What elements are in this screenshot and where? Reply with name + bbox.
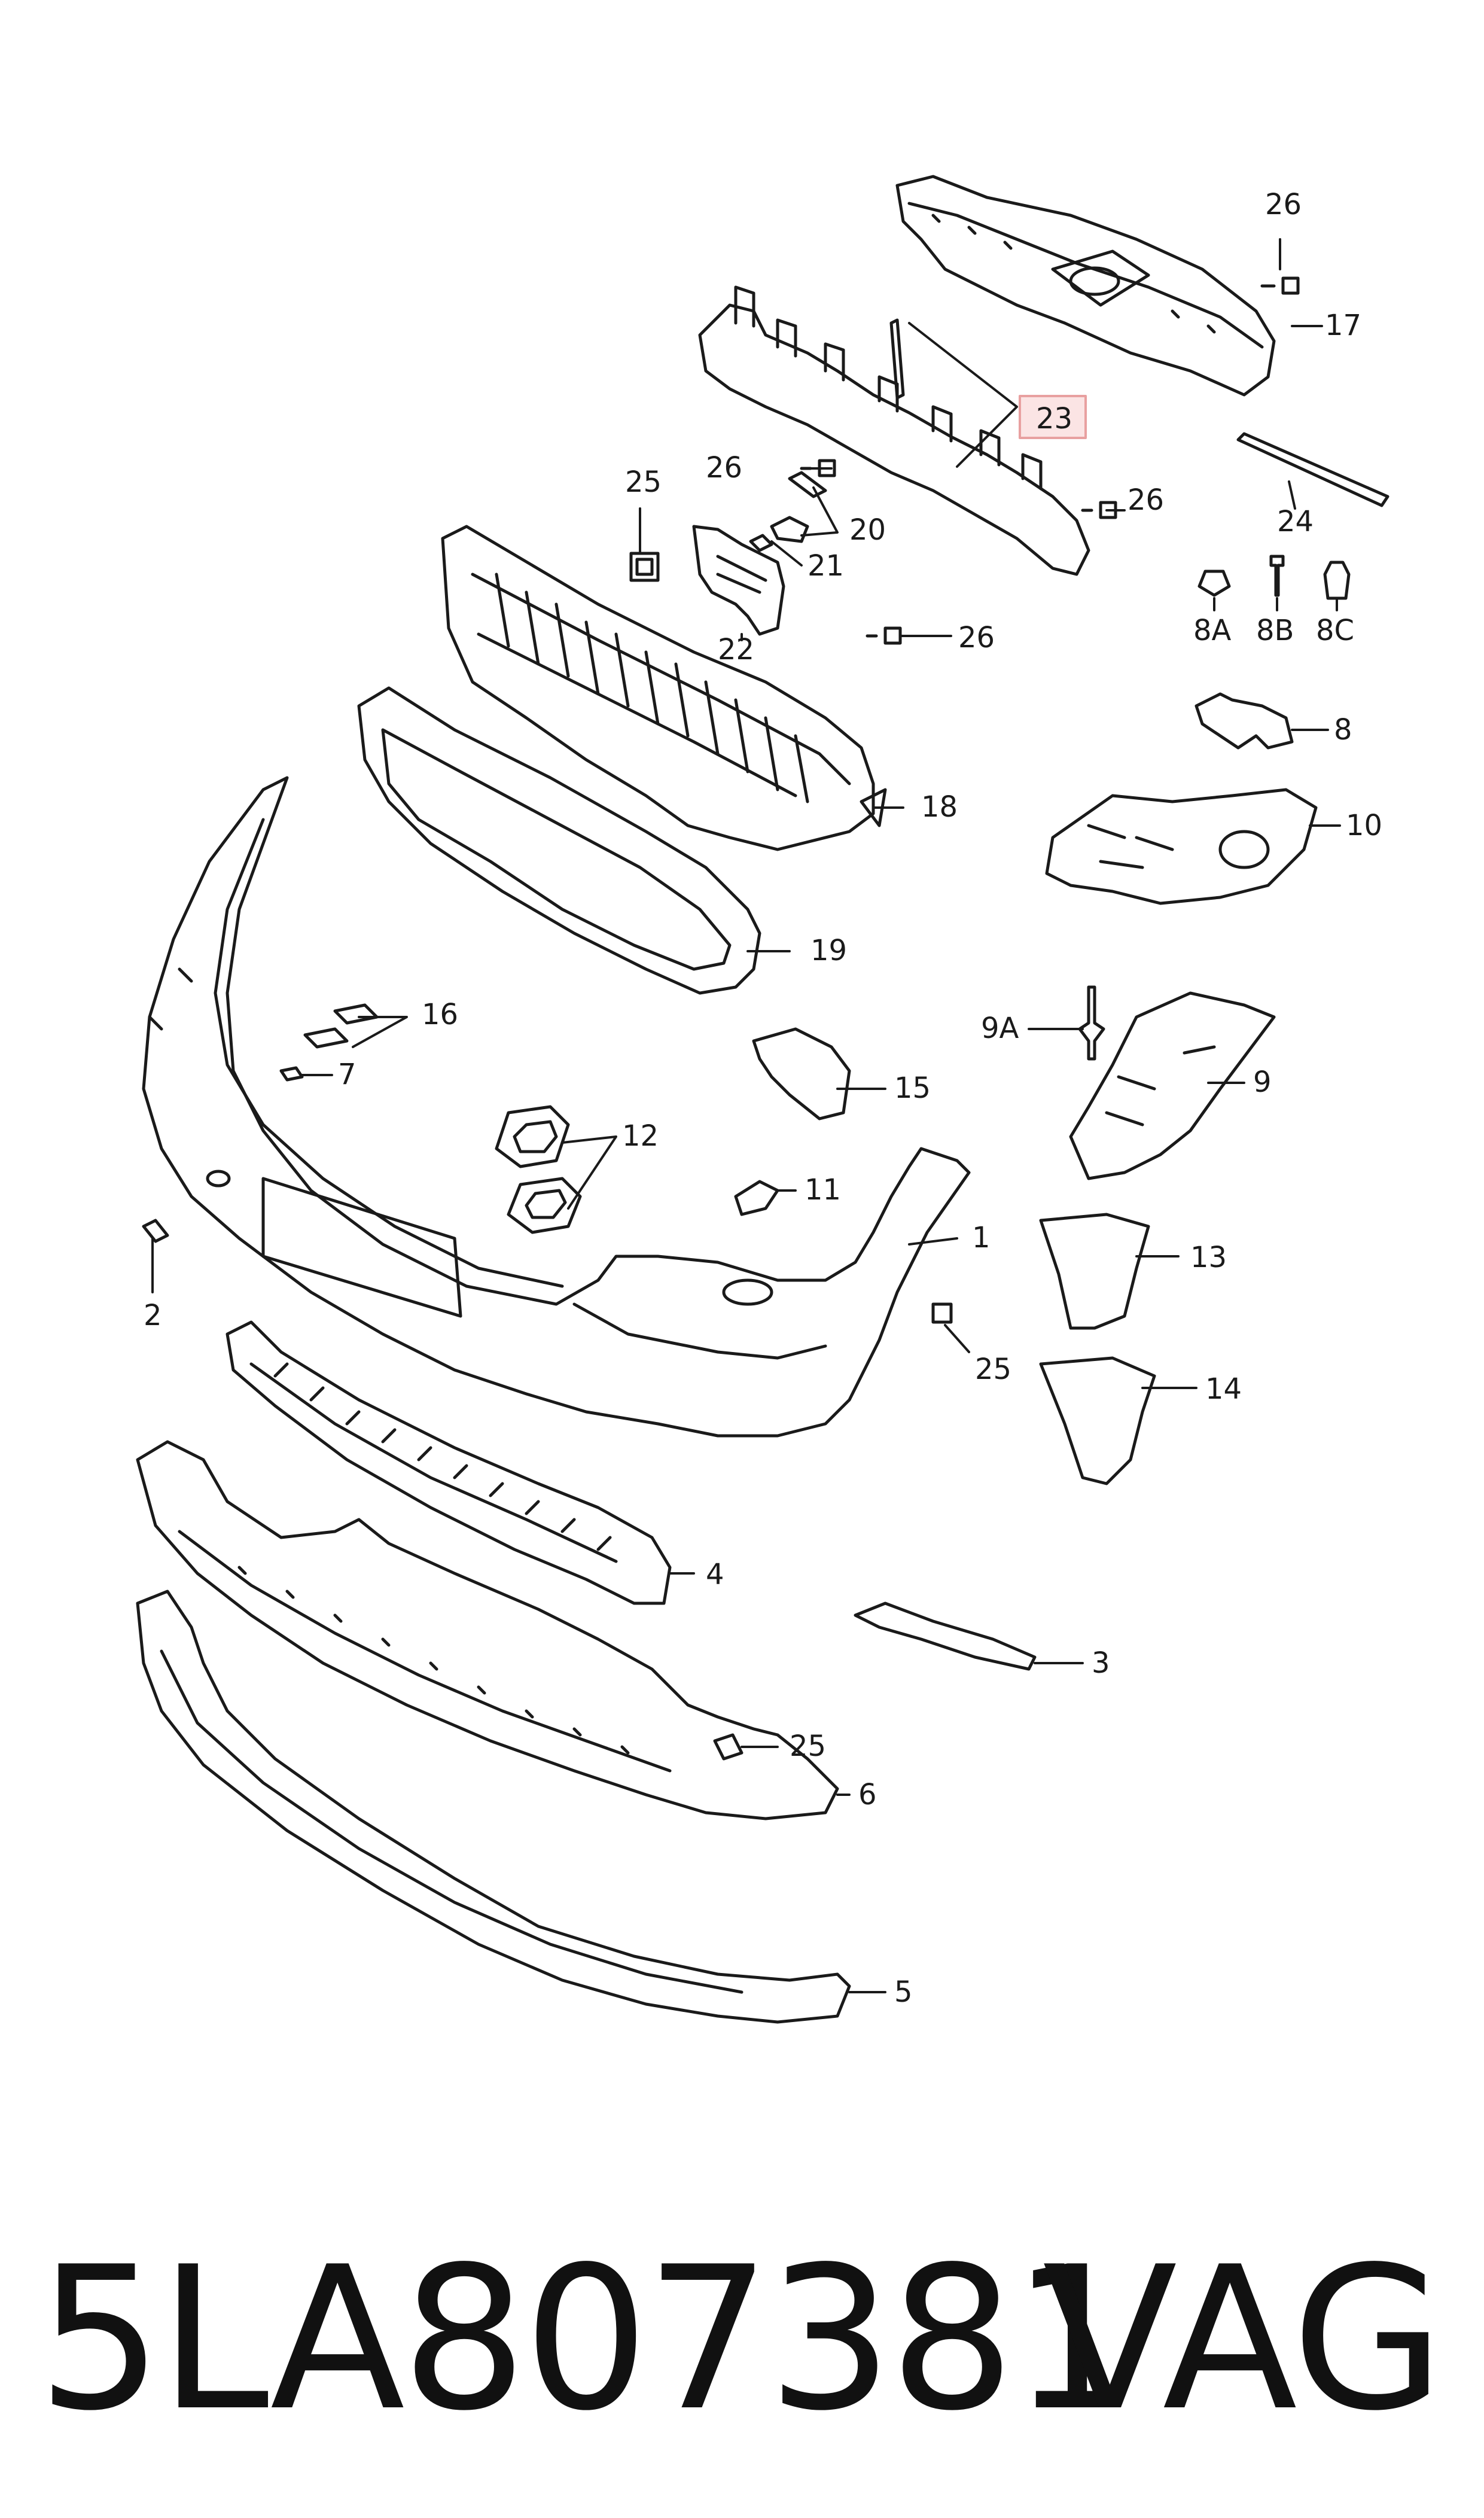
part-12-covers	[495, 1105, 582, 1234]
part-2-clip	[142, 1219, 169, 1243]
part-20-clips	[770, 471, 827, 543]
callout-13: 13	[1190, 1241, 1227, 1274]
callout-12: 12	[622, 1119, 659, 1153]
part-14-trim	[1039, 1356, 1156, 1485]
callout-22: 22	[718, 633, 754, 666]
callout-10: 10	[1346, 809, 1382, 842]
callout-21: 21	[807, 549, 844, 583]
callout-1: 1	[972, 1221, 991, 1255]
part-7-clip	[279, 1066, 304, 1082]
part-9a-rivet	[1078, 985, 1105, 1061]
callout-3: 3	[1092, 1646, 1110, 1680]
callout-26d: 26	[958, 621, 995, 654]
part-17-upper-cover	[895, 175, 1276, 397]
callout-6: 6	[858, 1778, 877, 1811]
callout-2: 2	[144, 1299, 162, 1332]
part-13-trim	[1039, 1213, 1150, 1330]
callout-26a: 26	[1265, 188, 1302, 221]
brand-name: VAG	[1042, 2224, 1445, 2454]
part-9-bracket	[1069, 991, 1276, 1180]
callout-9: 9	[1253, 1065, 1272, 1099]
part-3-strip	[854, 1601, 1037, 1671]
callout-25b: 25	[975, 1353, 1011, 1386]
part-6-shield	[136, 1440, 839, 1820]
callout-16: 16	[422, 998, 458, 1031]
part-24-strip	[1236, 432, 1389, 507]
callout-15: 15	[894, 1071, 931, 1105]
part-1-bumper	[142, 776, 971, 1438]
part-19-frame	[357, 686, 761, 995]
callout-4: 4	[706, 1558, 724, 1591]
callout-17: 17	[1325, 309, 1361, 342]
callout-labels: 26 17 23 26 25 20 26 24 21 22 26 8A 8B 8…	[144, 188, 1382, 2009]
part-10-side-panel	[1045, 788, 1318, 905]
callout-11: 11	[805, 1173, 841, 1207]
footer: 5LA807381 VAG	[0, 2213, 1484, 2465]
callout-25a: 25	[625, 465, 662, 499]
part-8-bracket	[1194, 692, 1294, 750]
part-25-clip-top	[629, 552, 660, 582]
callout-5: 5	[894, 1975, 913, 2009]
exploded-view-drawing: 26 17 23 26 25 20 26 24 21 22 26 8A 8B 8…	[136, 175, 1389, 2024]
callout-18: 18	[921, 790, 958, 824]
callout-23-highlight	[1019, 395, 1087, 439]
callout-14: 14	[1205, 1372, 1242, 1406]
part-5-spoiler	[136, 1590, 851, 2024]
callout-8: 8	[1334, 713, 1352, 747]
callout-26b: 26	[706, 451, 742, 485]
part-11-cover	[734, 1180, 779, 1216]
leader-lines	[151, 238, 1341, 1993]
part-21-clip	[749, 534, 773, 552]
callout-25c: 25	[790, 1730, 826, 1763]
callout-20: 20	[849, 513, 886, 547]
callout-7: 7	[338, 1058, 356, 1091]
part-8-fasteners	[1197, 555, 1351, 600]
callout-8c: 8C	[1316, 614, 1354, 647]
callout-9a: 9A	[981, 1012, 1019, 1045]
part-25-clip-bottom	[713, 1733, 743, 1761]
callout-26c: 26	[1128, 483, 1164, 517]
part-4-lower-grille	[226, 1320, 672, 1605]
part-15-duct	[752, 1027, 851, 1121]
callout-23: 23	[1036, 402, 1072, 436]
part-23-bracket-rail	[698, 285, 1090, 576]
part-number: 5LA807381	[37, 2224, 1137, 2454]
callout-8a: 8A	[1193, 614, 1232, 647]
part-22-bracket	[692, 525, 785, 636]
callout-24: 24	[1277, 505, 1314, 538]
callout-8b: 8B	[1256, 614, 1294, 647]
part-25-clip-mid	[931, 1302, 953, 1324]
callout-19: 19	[810, 934, 847, 967]
